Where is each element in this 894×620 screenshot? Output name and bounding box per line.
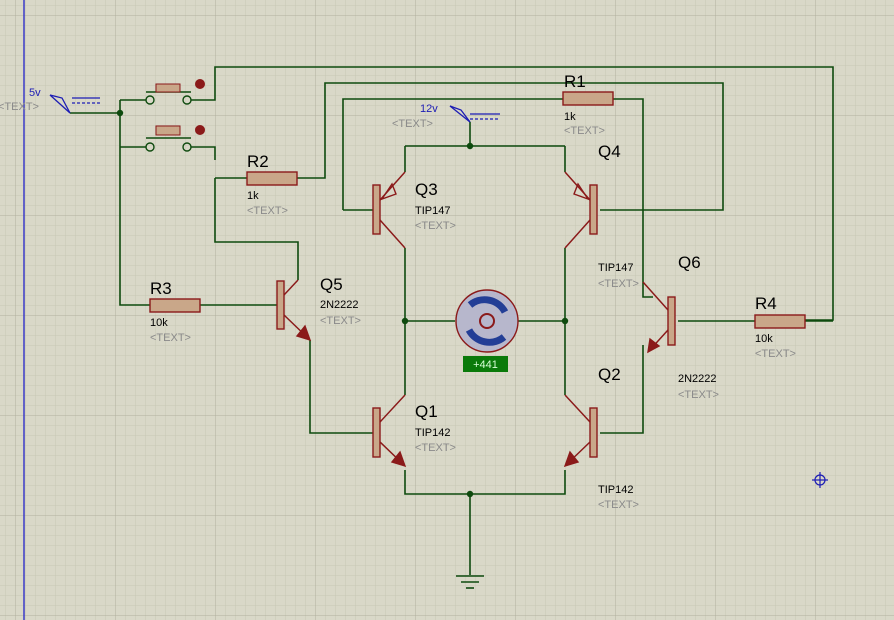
transistor-q2-placeholder: <TEXT>: [598, 499, 639, 511]
wire-bottom-rail: [404, 470, 566, 495]
resistor-r1-ref: R1: [564, 72, 586, 91]
resistor-r2[interactable]: R2 1k <TEXT>: [246, 152, 298, 217]
resistor-r2-placeholder: <TEXT>: [247, 205, 288, 217]
junction-dot: [466, 142, 474, 150]
transistor-q5-ref: Q5: [320, 275, 343, 294]
transistor-q3-ref: Q3: [415, 180, 438, 199]
resistor-r2-ref: R2: [247, 152, 269, 171]
push-switch-1[interactable]: [145, 79, 205, 105]
resistor-r4-value: 10k: [755, 333, 773, 345]
transistor-q2[interactable]: Q2 TIP142 <TEXT>: [563, 365, 639, 511]
transistor-q4-part: TIP147: [598, 262, 633, 274]
resistor-r1-value: 1k: [564, 111, 576, 123]
terminal-placeholder-5v: <TEXT>: [0, 101, 39, 113]
power-terminal-12v[interactable]: 12v <TEXT>: [392, 103, 500, 130]
wire-sw2-left-down: [119, 147, 150, 306]
resistor-r4-placeholder: <TEXT>: [755, 348, 796, 360]
transistor-q3-part: TIP147: [415, 205, 450, 217]
wire-r2-right-up: [297, 82, 724, 211]
transistor-q5[interactable]: Q5 2N2222 <TEXT>: [276, 275, 361, 342]
crosshair-icon: [812, 472, 828, 488]
motor-speed-readout: [463, 356, 508, 372]
terminal-placeholder-12v: <TEXT>: [392, 118, 433, 130]
wires: [70, 66, 834, 575]
push-switch-2[interactable]: [145, 125, 205, 152]
junction-dot: [466, 490, 474, 498]
transistor-q6-placeholder: <TEXT>: [678, 389, 719, 401]
transistor-q1-part: TIP142: [415, 427, 450, 439]
wire-sw1-top-out: [191, 66, 834, 321]
wire-sw2-out-r2: [191, 146, 216, 160]
transistor-q2-part: TIP142: [598, 484, 633, 496]
dc-motor[interactable]: +441: [455, 289, 519, 372]
transistor-q5-part: 2N2222: [320, 299, 359, 311]
resistor-r1-placeholder: <TEXT>: [564, 125, 605, 137]
transistor-q4-ref: Q4: [598, 142, 621, 161]
resistor-r3-value: 10k: [150, 317, 168, 329]
transistor-q1-ref: Q1: [415, 402, 438, 421]
junction-dot: [116, 109, 124, 117]
transistor-q5-placeholder: <TEXT>: [320, 315, 361, 327]
transistor-q3[interactable]: Q3 TIP147 <TEXT>: [372, 171, 456, 249]
resistor-r3-ref: R3: [150, 279, 172, 298]
terminal-label-12v: 12v: [420, 103, 438, 115]
transistor-q1-placeholder: <TEXT>: [415, 442, 456, 454]
wire-r1-right: [613, 98, 653, 298]
transistor-q6-part: 2N2222: [678, 373, 717, 385]
resistor-r1[interactable]: R1 1k <TEXT>: [562, 72, 614, 137]
resistor-r4-ref: R4: [755, 294, 777, 313]
transistor-q3-placeholder: <TEXT>: [415, 220, 456, 232]
wire-q6-emitter: [600, 345, 644, 434]
resistor-r3-placeholder: <TEXT>: [150, 332, 191, 344]
motor-speed-readout-text: +441: [473, 359, 498, 371]
junction-dot: [561, 317, 569, 325]
resistor-r4[interactable]: R4 10k <TEXT>: [754, 294, 806, 360]
ground-symbol[interactable]: [456, 575, 484, 589]
resistor-r3[interactable]: R3 10k <TEXT>: [149, 279, 201, 344]
junction-dot: [401, 317, 409, 325]
transistor-q1[interactable]: Q1 TIP142 <TEXT>: [372, 394, 456, 468]
wire-r2-loop: [214, 178, 299, 280]
terminal-label-5v: 5v: [29, 87, 41, 99]
transistor-q2-ref: Q2: [598, 365, 621, 384]
transistor-q4[interactable]: Q4 TIP147 <TEXT>: [564, 142, 639, 290]
transistor-q6-ref: Q6: [678, 253, 701, 272]
power-terminal-5v[interactable]: 5v <TEXT>: [0, 87, 100, 114]
resistor-r2-value: 1k: [247, 190, 259, 202]
transistor-q6[interactable]: Q6 2N2222 <TEXT>: [642, 253, 719, 401]
wire-q5-emitter: [309, 340, 373, 434]
transistor-q4-placeholder: <TEXT>: [598, 278, 639, 290]
wire-r1-left: [342, 98, 563, 210]
junctions: [116, 109, 569, 498]
